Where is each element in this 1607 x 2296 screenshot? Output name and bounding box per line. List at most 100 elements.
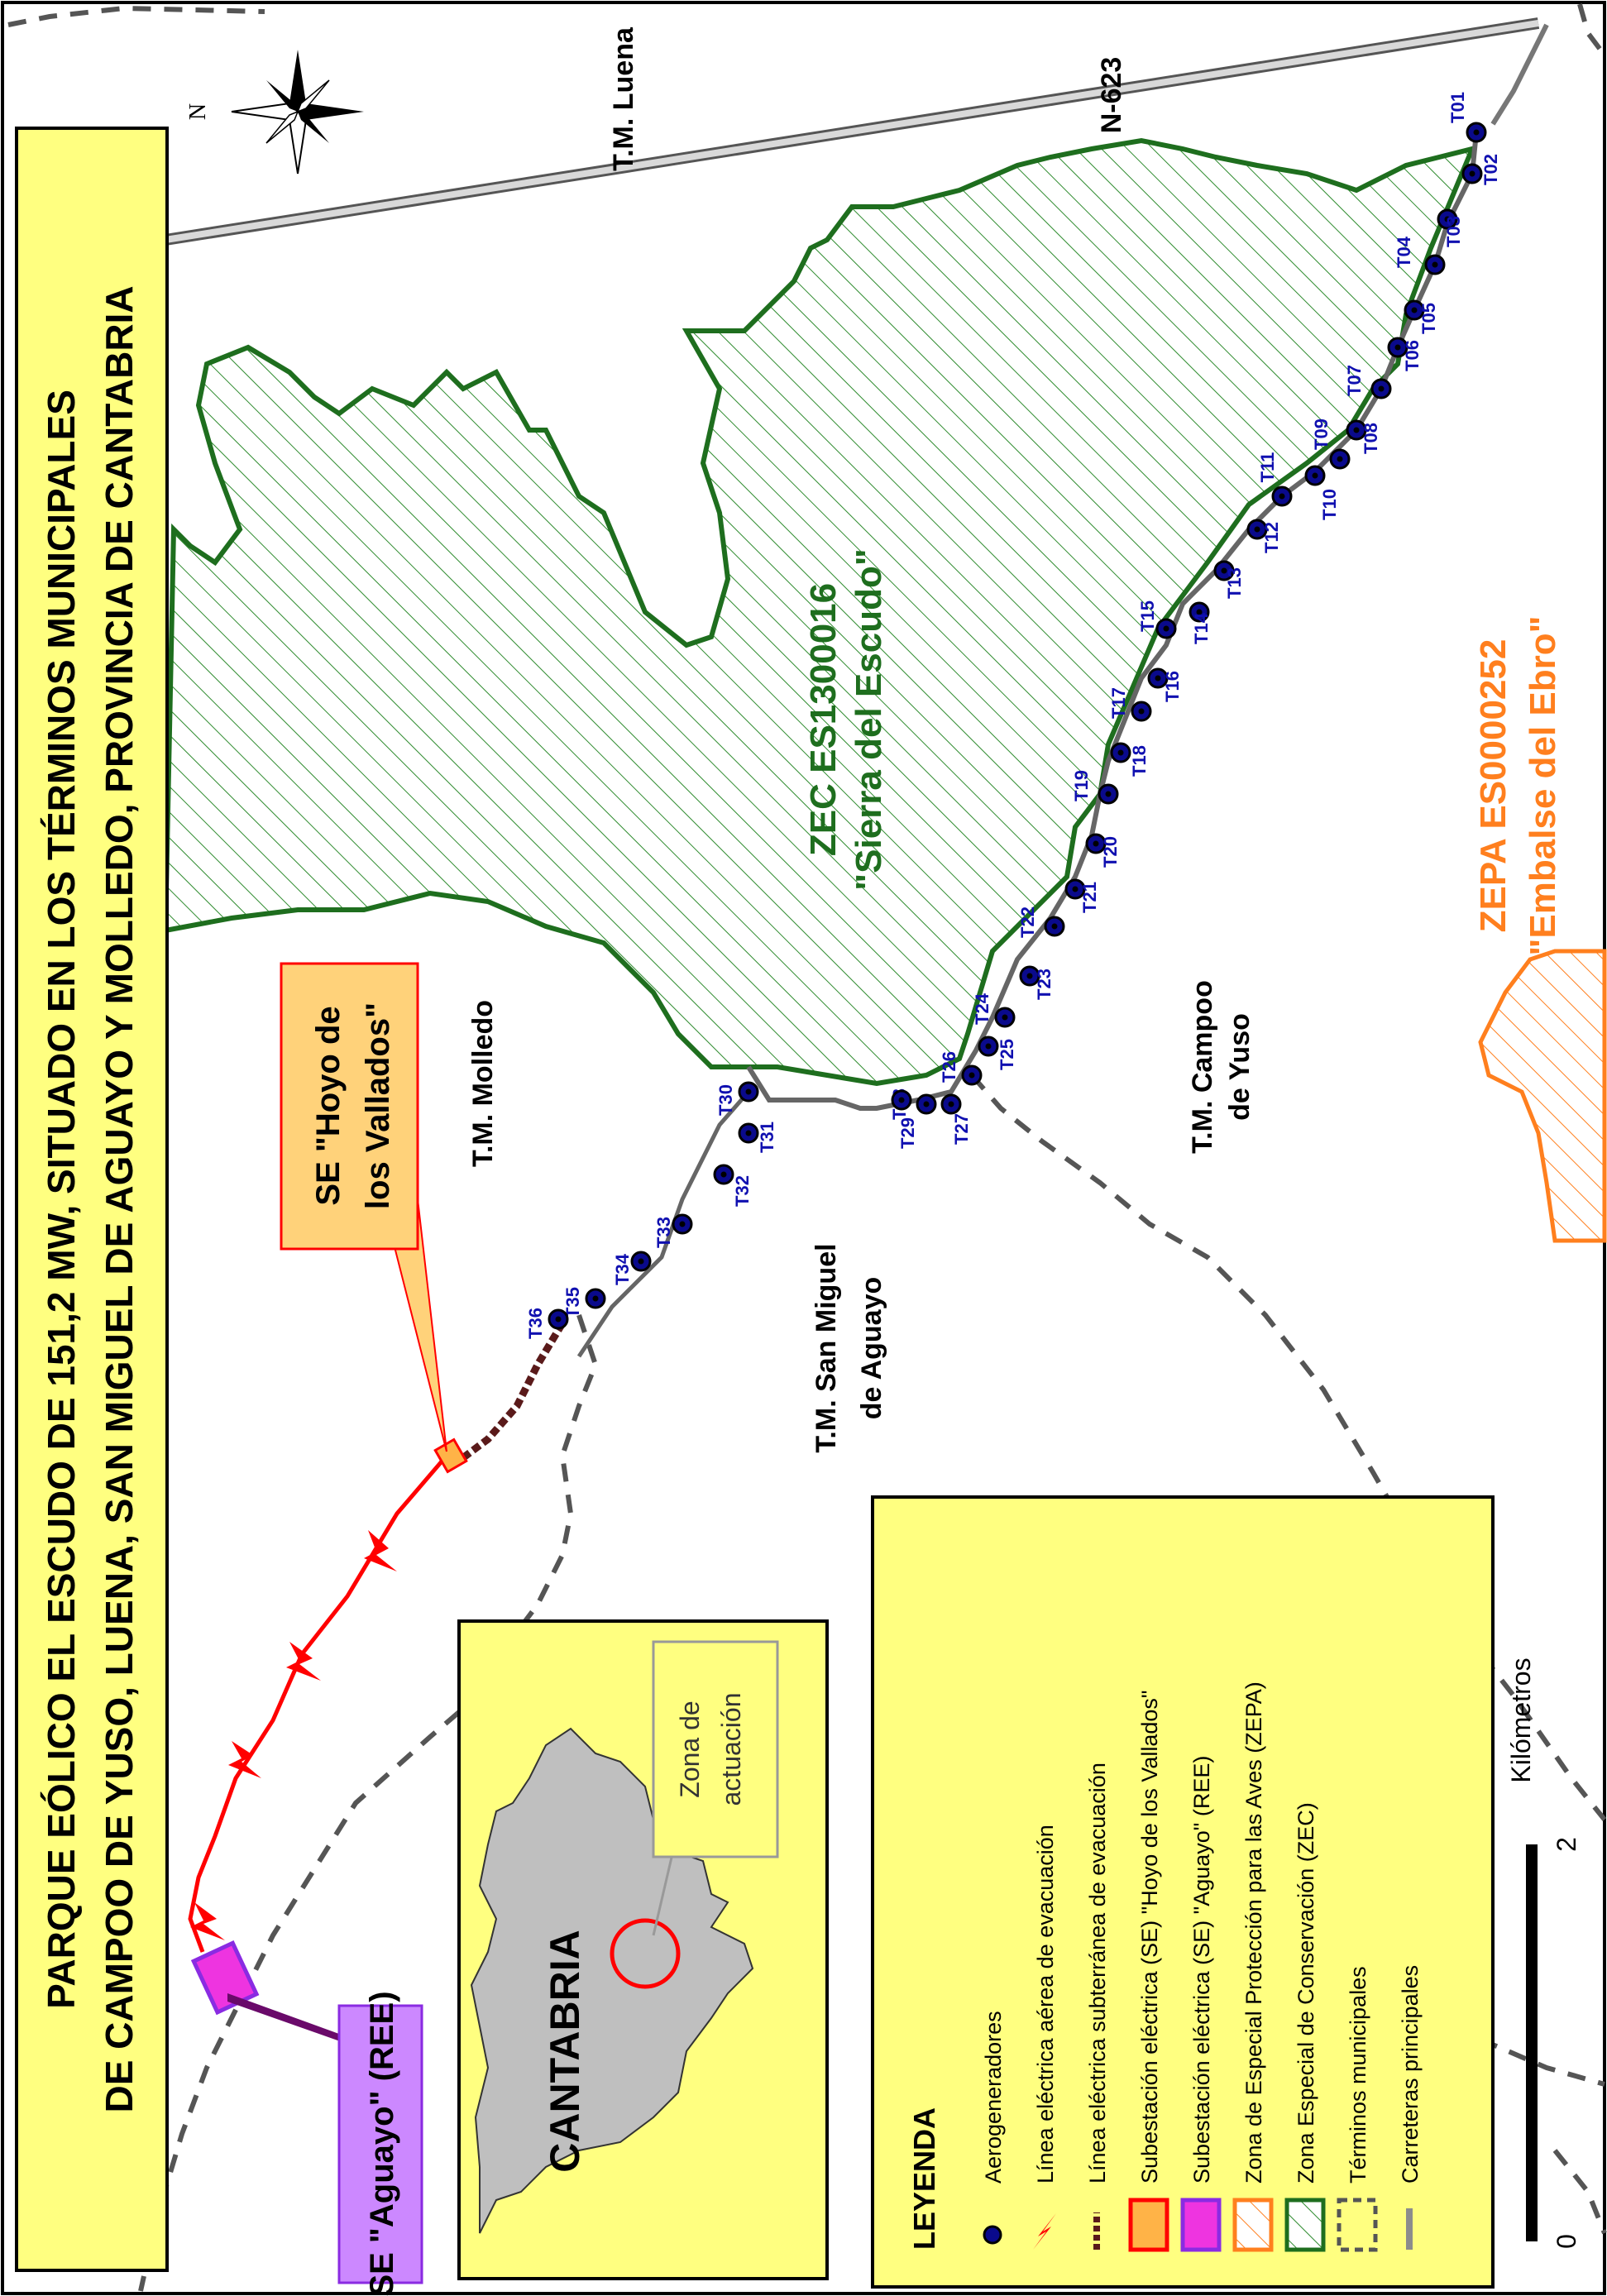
turbine-label: T30 bbox=[715, 1084, 736, 1116]
callout-hoyo-l2: los Vallados" bbox=[360, 1002, 396, 1209]
turbine-t17: T17 bbox=[1108, 687, 1152, 722]
legend-label: Aerogeneradores bbox=[981, 2011, 1006, 2184]
legend-symbol bbox=[1180, 2198, 1222, 2252]
turbine-label: T03 bbox=[1443, 216, 1464, 247]
scale-bar bbox=[1526, 1844, 1538, 2241]
zepa-label-line1: ZEPA ES0000252 bbox=[1473, 639, 1514, 933]
turbine-label: T02 bbox=[1480, 154, 1501, 185]
turbine-label: T27 bbox=[951, 1113, 972, 1145]
turbine-t27: T27 bbox=[940, 1093, 972, 1145]
turbine-t34: T34 bbox=[612, 1251, 652, 1285]
legend-label: Línea eléctrica aérea de evacuación bbox=[1033, 1825, 1058, 2184]
turbine-label: T25 bbox=[997, 1039, 1017, 1070]
zec-label-line2: "Sierra del Escudo" bbox=[849, 548, 889, 890]
turbine-t24: T24 bbox=[972, 993, 1016, 1028]
legend-panel bbox=[871, 1495, 1495, 2289]
callout-aguayo bbox=[337, 2004, 423, 2284]
turbine-label: T36 bbox=[525, 1308, 546, 1339]
scale-tick-0: 0 bbox=[1552, 2234, 1581, 2249]
legend-symbol bbox=[1284, 2198, 1326, 2252]
turbine-t04: T04 bbox=[1394, 236, 1446, 275]
legend-label: Zona de Especial Protección para las Ave… bbox=[1241, 1681, 1266, 2184]
title-panel bbox=[15, 127, 169, 2272]
title-line2: DE CAMPOO DE YUSO, LUENA, SAN MIGUEL DE … bbox=[98, 285, 141, 2112]
turbine-t16: T16 bbox=[1147, 667, 1183, 702]
turbine-label: T07 bbox=[1344, 365, 1365, 396]
turbine-label: T29 bbox=[897, 1117, 918, 1149]
road-label-n623: N-623 bbox=[1096, 57, 1127, 134]
turbine-t20: T20 bbox=[1085, 833, 1121, 868]
legend-se-hoyo: Subestación eléctrica (SE) "Hoyo de los … bbox=[1128, 1691, 1169, 2252]
turbine-t03: T03 bbox=[1437, 208, 1464, 247]
turbine-t18: T18 bbox=[1110, 742, 1150, 777]
municipality-sanmiguel-l1: T.M. San Miguel bbox=[811, 1243, 842, 1452]
legend-roads: Carreteras principales bbox=[1398, 1965, 1423, 2250]
turbine-layer: T01T02T03T04T05T06T07T08T09T10T11T12T13T… bbox=[525, 92, 1501, 1339]
turbine-t19: T19 bbox=[1071, 770, 1119, 805]
legend-zec: Zona Especial de Conservación (ZEC) bbox=[1284, 1802, 1326, 2252]
legend-label: Línea eléctrica subterránea de evacuació… bbox=[1085, 1763, 1110, 2184]
zona-actuacion-circle bbox=[610, 1918, 681, 1989]
zepa-label-line2: "Embalse del Ebro" bbox=[1523, 616, 1563, 956]
inset-region-label: CANTABRIA bbox=[542, 1930, 588, 2172]
lightning-line-icon bbox=[364, 1530, 397, 1571]
zona-label-l2: actuación bbox=[716, 1693, 746, 1806]
legend-label: Subestación eléctrica (SE) "Hoyo de los … bbox=[1137, 1691, 1162, 2184]
underground-line bbox=[452, 1321, 566, 1467]
turbine-label: T08 bbox=[1361, 423, 1381, 454]
turbine-label: T05 bbox=[1418, 303, 1439, 334]
scale-tick-2: 2 bbox=[1552, 1837, 1581, 1852]
legend-title: LEYENDA bbox=[907, 2107, 941, 2250]
legend-symbol bbox=[1033, 2213, 1056, 2250]
turbine-t07: T07 bbox=[1344, 365, 1392, 399]
turbine-label: T04 bbox=[1394, 236, 1414, 268]
municipality-molledo: T.M. Molledo bbox=[467, 1000, 499, 1167]
turbine-t32: T32 bbox=[713, 1164, 753, 1207]
turbine-t15: T15 bbox=[1137, 600, 1177, 639]
turbine-label: T15 bbox=[1137, 600, 1158, 632]
turbine-label: T09 bbox=[1311, 419, 1332, 450]
turbine-label: T19 bbox=[1071, 770, 1092, 801]
turbine-t05: T05 bbox=[1404, 299, 1439, 334]
turbine-label: T24 bbox=[972, 993, 992, 1025]
legend-municipal: Términos municipales bbox=[1337, 1966, 1378, 2252]
turbine-label: T10 bbox=[1319, 489, 1340, 520]
turbine-label: T31 bbox=[757, 1122, 777, 1153]
turbine-t12: T12 bbox=[1246, 519, 1282, 553]
legend-label: Carreteras principales bbox=[1398, 1965, 1423, 2184]
turbine-label: T21 bbox=[1079, 882, 1100, 913]
municipality-luena: T.M. Luena bbox=[608, 26, 639, 171]
turbine-t06: T06 bbox=[1387, 337, 1423, 371]
turbine-t29: T29 bbox=[891, 1089, 918, 1149]
legend-label: Zona Especial de Conservación (ZEC) bbox=[1294, 1802, 1318, 2184]
turbine-label: T33 bbox=[653, 1217, 674, 1248]
roads bbox=[164, 17, 1549, 246]
municipality-campoo-l2: de Yuso bbox=[1224, 1013, 1255, 1121]
legend-underground-line: Línea eléctrica subterránea de evacuació… bbox=[1085, 1763, 1110, 2250]
scale-unit: Kilómetros bbox=[1506, 1657, 1536, 1782]
turbine-label: T18 bbox=[1129, 745, 1150, 777]
turbine-t26: T26 bbox=[939, 1051, 983, 1086]
legend-symbol bbox=[1232, 2198, 1274, 2252]
zec-label-line1: ZEC ES1300016 bbox=[803, 583, 844, 856]
turbine-label: T06 bbox=[1402, 340, 1423, 371]
legend-label: Términos municipales bbox=[1346, 1966, 1370, 2184]
turbine-t33: T33 bbox=[653, 1213, 693, 1248]
turbine-t08: T08 bbox=[1346, 419, 1381, 454]
north-label: N bbox=[185, 103, 211, 120]
turbine-label: T34 bbox=[612, 1253, 633, 1285]
callout-aguayo-text: SE "Aguayo" (REE) bbox=[364, 1991, 400, 2296]
legend-turbine: Aerogeneradores bbox=[981, 2011, 1006, 2245]
turbine-label: T26 bbox=[939, 1051, 959, 1083]
turbine-t14: T14 bbox=[1189, 601, 1212, 644]
zona-label-l1: Zona de bbox=[675, 1700, 705, 1797]
turbine-label: T01 bbox=[1447, 92, 1468, 123]
turbine-label: T14 bbox=[1191, 612, 1212, 644]
turbine-t02: T02 bbox=[1461, 154, 1501, 185]
turbine-label: T11 bbox=[1257, 452, 1278, 483]
legend-symbol bbox=[1337, 2198, 1378, 2252]
legend-label: Subestación eléctrica (SE) "Aguayo" (REE… bbox=[1189, 1756, 1214, 2184]
turbine-t36: T36 bbox=[525, 1308, 569, 1339]
turbine-t30: T30 bbox=[715, 1081, 759, 1116]
turbine-label: T17 bbox=[1108, 687, 1129, 719]
